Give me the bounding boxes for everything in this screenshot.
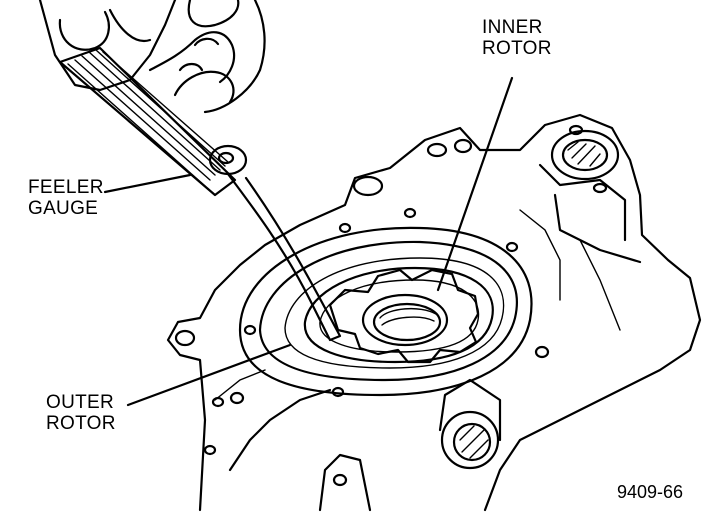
pump-cavity (238, 226, 533, 397)
feeler-gauge-leader (103, 173, 192, 194)
outer-rotor-leader (126, 343, 292, 407)
outer-rotor-label-line1: OUTER (46, 392, 114, 413)
figure-number: 9409-66 (617, 482, 684, 502)
outer-rotor-label-line2: ROTOR (46, 413, 116, 434)
feeler-gauge-label: FEELER GAUGE (28, 177, 104, 219)
inner-rotor-label: INNER ROTOR (482, 17, 552, 59)
feeler-gauge-label-line2: GAUGE (28, 198, 99, 219)
pump-housing (166, 113, 702, 512)
feeler-gauge-tool (58, 46, 342, 342)
outer-rotor-part (303, 266, 494, 364)
feeler-gauge-label-line1: FEELER (28, 177, 104, 198)
inner-rotor-label-line2: ROTOR (482, 38, 552, 59)
inner-rotor-part (328, 268, 480, 364)
inner-rotor-label-line1: INNER (482, 17, 543, 38)
inner-rotor-leader (436, 76, 514, 292)
outer-rotor-label: OUTER ROTOR (46, 392, 116, 434)
